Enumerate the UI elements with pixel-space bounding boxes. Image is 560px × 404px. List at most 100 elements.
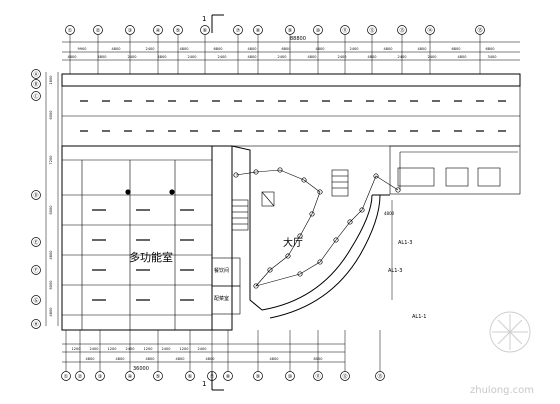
panel-label-al1-1: AL1-1 <box>412 314 426 320</box>
top-dimension-lines: 88800 <box>62 36 520 61</box>
room-label-a: 餐饮间 <box>214 267 229 274</box>
building-outline <box>61 73 521 331</box>
axis-label-top: ③ <box>128 28 132 34</box>
axis-label-bottom: ⑫ <box>342 373 347 380</box>
panel-label-al1-3-lower: AL1-3 <box>388 268 402 274</box>
axis-bubble-top <box>93 25 103 35</box>
section-mark-bottom: 1 <box>202 372 224 391</box>
top-dim-value-row2: 4800 <box>458 55 467 59</box>
axis-label-left: Ⓔ <box>33 239 38 246</box>
axis-bubble-top <box>425 25 435 35</box>
axis-label-bottom: ⑬ <box>377 373 382 380</box>
axis-bubble-left <box>31 265 41 275</box>
axis-label-top: ⑮ <box>477 27 482 34</box>
left-dim-value: 4800 <box>49 251 53 260</box>
axis-label-left: Ⓕ <box>33 267 38 274</box>
top-dim-value-row2: 4800 <box>158 55 167 59</box>
room-label-lobby: 大厅 <box>283 236 303 249</box>
left-dim-value: 7200 <box>49 156 53 165</box>
axis-bubble-left <box>31 237 41 247</box>
axis-bubble-bottom <box>313 371 323 381</box>
axis-bubble-bottom <box>95 371 105 381</box>
axis-bubble-bottom <box>125 371 135 381</box>
bottom-dim-value-row2: 1200 <box>72 347 81 351</box>
axis-label-top: ⑧ <box>256 28 261 34</box>
axis-label-top: ② <box>96 28 101 34</box>
axis-label-bottom: ① <box>64 374 69 380</box>
top-dim-value: 4800 <box>248 47 257 51</box>
bottom-dim-value-row2: 1200 <box>108 347 117 351</box>
axis-bubble-bottom <box>340 371 350 381</box>
axis-bubble-top <box>125 25 135 35</box>
axis-bubble-top <box>397 25 407 35</box>
bottom-dim-value: 4800 <box>86 357 95 361</box>
axis-label-bottom: ④ <box>128 374 133 380</box>
axis-bubble-left <box>31 319 41 329</box>
axis-label-bottom: ⑧ <box>226 374 231 380</box>
panel-label-al1-3-upper: AL1-3 <box>398 240 412 246</box>
axis-label-bottom: ② <box>78 374 83 380</box>
bottom-dim-value: 4800 <box>206 357 215 361</box>
axis-bubble-top <box>200 25 210 35</box>
top-dim-value-row2: 2400 <box>398 55 407 59</box>
top-dim-value-row2: 2400 <box>338 55 347 59</box>
axis-label-left: Ⓓ <box>33 192 38 199</box>
left-dim-value: 4800 <box>49 308 53 317</box>
top-dim-value-row2: 3400 <box>488 55 497 59</box>
axis-bubble-bottom <box>75 371 85 381</box>
multipurpose-hall-grid <box>62 159 212 330</box>
bottom-dim-extra: 4800 <box>270 357 279 361</box>
axis-bubble-left <box>31 91 41 101</box>
axis-bubble-bottom <box>61 371 71 381</box>
axis-bubble-top <box>313 25 323 35</box>
axis-label-top: ④ <box>156 28 161 34</box>
bottom-dim-value: 4800 <box>116 357 125 361</box>
top-dim-value: 6800 <box>452 47 461 51</box>
axis-bubble-top <box>233 25 243 35</box>
axis-label-top: ① <box>68 28 73 34</box>
stair <box>231 169 349 231</box>
top-dim-value-row2: 2400 <box>218 55 227 59</box>
small-dim-label: 4800 <box>384 211 395 216</box>
axis-label-bottom: ⑪ <box>315 373 320 380</box>
axis-bubble-top <box>475 25 485 35</box>
axis-label-top: ⑫ <box>369 27 374 34</box>
watermark-text-en: zhulong.com <box>470 385 534 396</box>
top-dim-value: 9900 <box>78 47 87 51</box>
axis-bubble-left <box>31 79 41 89</box>
top-dim-value: 4800 <box>112 47 121 51</box>
left-dim-value: 6000 <box>49 281 53 290</box>
axis-label-left: Ⓒ <box>33 93 38 100</box>
top-dim-value-row2: 2400 <box>188 55 197 59</box>
axis-label-top: ⑩ <box>316 28 321 34</box>
top-dim-value: 2400 <box>146 47 155 51</box>
axis-label-left: Ⓖ <box>33 297 38 304</box>
top-dim-value: 2400 <box>350 47 359 51</box>
axis-label-left: Ⓑ <box>33 81 38 88</box>
bottom-dim-value-row2: 2400 <box>90 347 99 351</box>
top-total-dim: 88800 <box>290 36 306 42</box>
bottom-dim-value-row2: 1200 <box>180 347 189 351</box>
axis-label-top: ⑨ <box>288 28 292 34</box>
axis-bubble-left <box>31 295 41 305</box>
axis-bubble-left <box>31 190 41 200</box>
axis-label-top: ⑬ <box>399 27 404 34</box>
bottom-dim-value-row2: 2400 <box>198 347 207 351</box>
axis-label-top: ⑭ <box>427 27 432 34</box>
top-dim-value-row2: 4800 <box>68 55 77 59</box>
lighting-circuit <box>235 169 399 287</box>
bottom-dim-value-row2: 1200 <box>144 347 153 351</box>
axis-label-left: Ⓐ <box>33 71 38 78</box>
bottom-dimension-lines: 36000 <box>62 343 345 372</box>
axis-bubble-bottom <box>153 371 163 381</box>
bottom-dim-value-row2: 2400 <box>162 347 171 351</box>
axis-label-bottom: ③ <box>98 374 102 380</box>
axis-bubble-bottom <box>253 371 263 381</box>
top-dim-value-row2: 4800 <box>368 55 377 59</box>
section-mark-bottom-label: 1 <box>202 380 206 388</box>
axis-label-bottom: ⑩ <box>288 374 293 380</box>
hall-light-fixtures <box>92 189 194 301</box>
